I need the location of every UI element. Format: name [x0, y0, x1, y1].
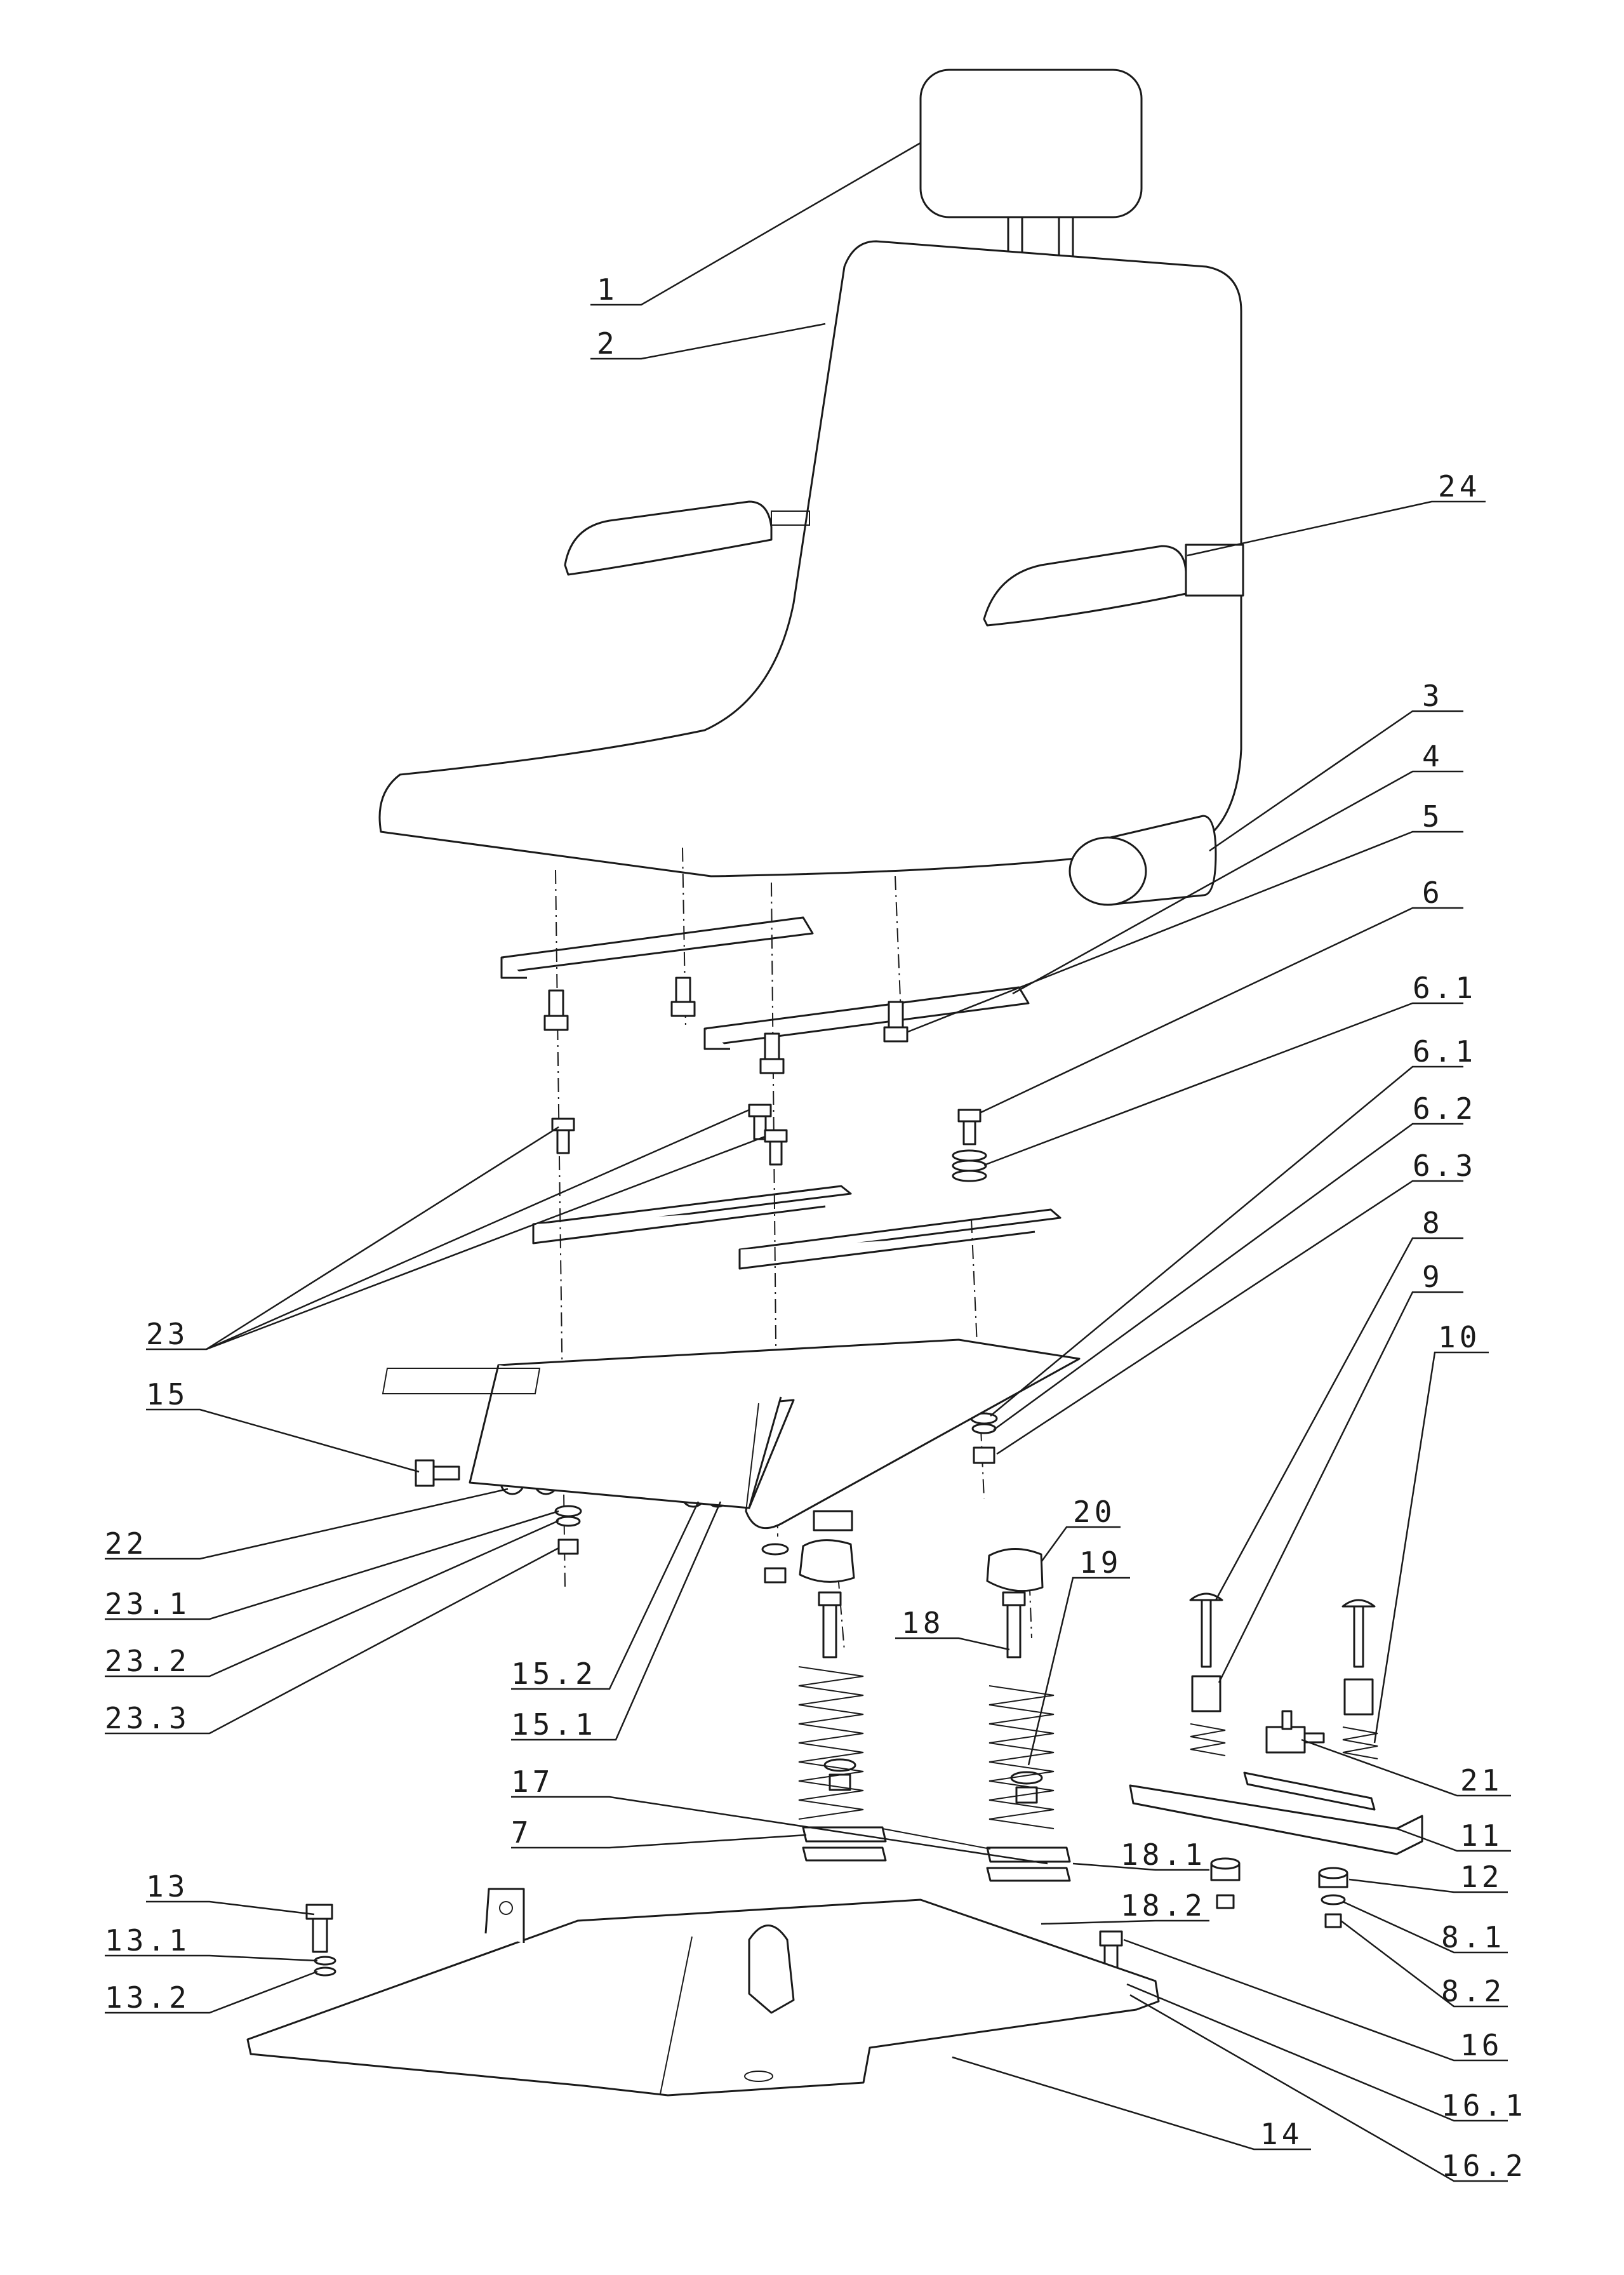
part-labels: 1 2 24 3 4 5 6 6.1 6.1 6.2 6.3 8 9 10 23… — [105, 272, 1527, 2183]
lever-21 — [1265, 1710, 1325, 1754]
bolt-6 — [957, 1109, 982, 1145]
base-plate — [246, 1888, 1160, 2097]
label-6: 6 — [1422, 876, 1444, 910]
label-6.1-a: 6.1 — [1413, 971, 1477, 1005]
lower-rails — [532, 1185, 1062, 1270]
label-22: 22 — [105, 1526, 147, 1561]
seat-shell — [378, 240, 1244, 906]
label-2: 2 — [597, 326, 618, 361]
label-6.2: 6.2 — [1413, 1091, 1477, 1126]
bolt-18a — [818, 1591, 842, 1658]
bolt-18b — [1002, 1591, 1026, 1658]
bolt-5c — [759, 1032, 785, 1074]
label-3: 3 — [1422, 679, 1444, 713]
washers-23.x — [554, 1505, 582, 1555]
label-21: 21 — [1460, 1763, 1503, 1798]
spring-left — [798, 1666, 864, 1820]
nut-under-bracket — [761, 1510, 853, 1584]
spring-right — [988, 1685, 1055, 1829]
small-spring-b — [1342, 1726, 1378, 1759]
label-24: 24 — [1438, 469, 1481, 504]
damper-left — [799, 1539, 855, 1583]
carriage-bolt-8 — [1189, 1592, 1223, 1668]
sleeve-9a — [1191, 1675, 1221, 1712]
label-16.2: 16.2 — [1441, 2149, 1527, 2183]
bolt-15 — [415, 1459, 460, 1487]
label-12: 12 — [1460, 1860, 1503, 1894]
small-spring-a — [1190, 1723, 1226, 1756]
label-9: 9 — [1422, 1260, 1444, 1294]
label-18.1: 18.1 — [1121, 1838, 1206, 1872]
bolt-5a — [543, 989, 569, 1031]
label-19: 19 — [1079, 1545, 1122, 1580]
label-6.1-b: 6.1 — [1413, 1034, 1477, 1069]
sleeve-9b — [1343, 1678, 1374, 1716]
label-1: 1 — [597, 272, 618, 307]
label-23.2: 23.2 — [105, 1644, 190, 1678]
label-20: 20 — [1073, 1495, 1115, 1529]
label-23.3: 23.3 — [105, 1701, 190, 1735]
label-15: 15 — [146, 1377, 189, 1411]
carriage-bolt-10 — [1341, 1599, 1376, 1668]
bolt-23c — [764, 1129, 788, 1166]
label-8.1: 8.1 — [1441, 1920, 1505, 1954]
label-6.3: 6.3 — [1413, 1149, 1477, 1183]
label-14: 14 — [1260, 2117, 1303, 2151]
washers-6.2-6.3 — [970, 1412, 998, 1464]
seat-plate — [382, 1338, 1081, 1530]
lumbar-roll — [1068, 815, 1217, 906]
label-10: 10 — [1438, 1320, 1481, 1354]
label-18: 18 — [902, 1606, 944, 1640]
headrest — [919, 69, 1143, 262]
bolt-5b — [670, 977, 696, 1017]
bolt-23a — [551, 1117, 575, 1154]
label-4: 4 — [1422, 739, 1444, 773]
label-15.2: 15.2 — [511, 1657, 597, 1691]
label-11: 11 — [1460, 1818, 1503, 1853]
label-13.1: 13.1 — [105, 1923, 190, 1958]
label-16.1: 16.1 — [1441, 2088, 1527, 2123]
washers-6.1 — [952, 1149, 987, 1182]
label-15.1: 15.1 — [511, 1707, 597, 1742]
label-16: 16 — [1460, 2028, 1503, 2062]
cap-nut-12a — [1210, 1857, 1241, 1909]
cap-nut-12b — [1318, 1867, 1348, 1928]
label-7: 7 — [511, 1815, 533, 1850]
bolt-13 — [305, 1904, 336, 1977]
leader-lines — [105, 142, 1511, 2182]
spring-plate — [802, 1826, 1071, 1882]
damper-right — [986, 1548, 1044, 1592]
fasteners — [305, 977, 1378, 1998]
label-18.2: 18.2 — [1121, 1888, 1206, 1923]
label-17: 17 — [511, 1765, 554, 1799]
label-8.2: 8.2 — [1441, 1974, 1505, 2008]
label-8: 8 — [1422, 1206, 1444, 1240]
bolt-23b — [748, 1104, 772, 1140]
label-5: 5 — [1422, 799, 1444, 834]
upper-rails — [500, 916, 1030, 1050]
label-13.2: 13.2 — [105, 1980, 190, 2015]
label-13: 13 — [146, 1869, 189, 1904]
label-23.1: 23.1 — [105, 1587, 190, 1621]
nuts-18.x — [823, 1758, 1043, 1804]
label-23: 23 — [146, 1317, 189, 1351]
bolt-5d — [883, 1001, 909, 1043]
